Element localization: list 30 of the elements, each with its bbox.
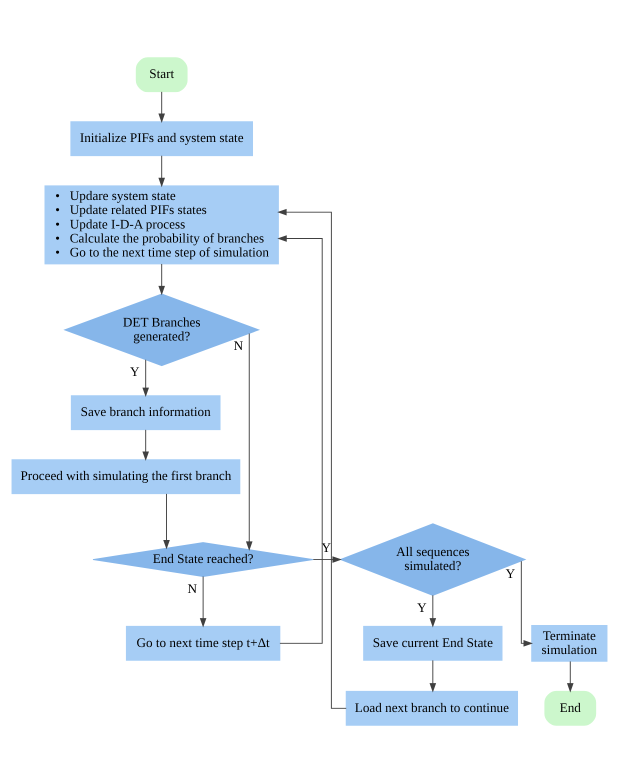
arrow (430, 660, 436, 693)
arrow (200, 576, 206, 628)
edge-label: Y (506, 566, 516, 581)
node-box: Go to next time step t+Δt (126, 626, 280, 661)
arrow (312, 556, 342, 563)
arrow (158, 263, 165, 296)
arrow (277, 208, 347, 709)
arrow (277, 235, 323, 644)
node-box: End (544, 690, 596, 726)
arrow (430, 594, 436, 628)
arrow (158, 91, 165, 123)
edge-label: Y (417, 600, 427, 615)
arrow (163, 493, 170, 550)
node-box: • Updare system state • Update related PIFs states • Update I-D-A process • Calculate the probability of branches • Go to the next time step of simulation (44, 185, 279, 264)
node-box: Save current End State (363, 626, 502, 661)
node-box: Initialize PIFs and system state (70, 121, 254, 156)
arrow (246, 332, 253, 551)
arrow (142, 359, 149, 398)
arrow (158, 155, 165, 188)
node-box: Save branch information (70, 395, 221, 430)
edge-label: N (234, 338, 244, 353)
node-box: Terminate simulation (531, 624, 608, 662)
node-box: Start (136, 57, 188, 92)
arrow (142, 429, 149, 461)
node-box: Proceed with simulating the first branch (12, 459, 240, 494)
node-box: Load next branch to continue (346, 690, 518, 726)
arrow (520, 560, 533, 647)
edge-label: N (187, 580, 197, 596)
edge-label: Y (130, 364, 140, 380)
arrow (566, 660, 574, 693)
